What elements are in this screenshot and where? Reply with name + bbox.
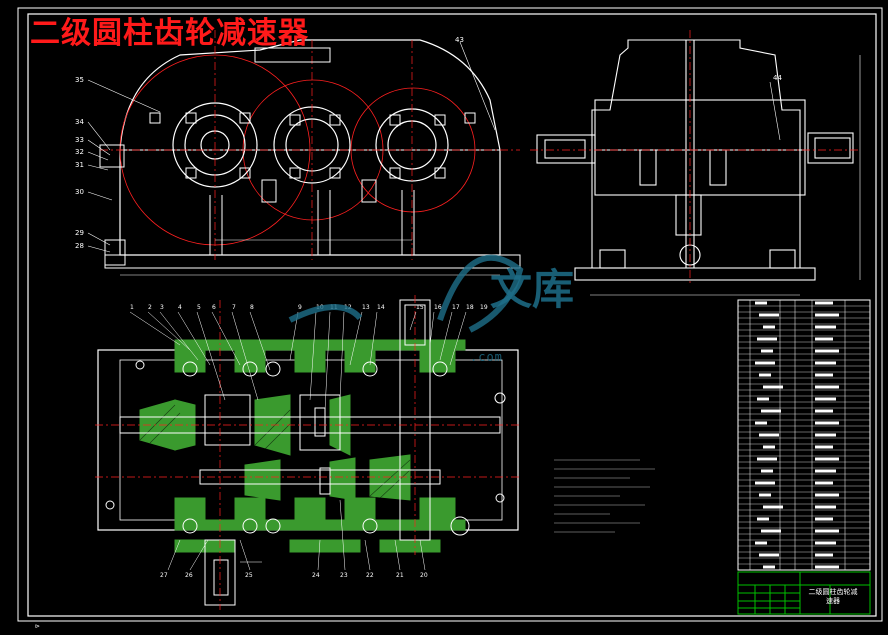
section-callout-23: 23 [340, 572, 348, 579]
parts-list-cell-text [761, 469, 773, 473]
section-callout-4: 4 [178, 304, 182, 311]
corner-mark: ⊳ [35, 623, 40, 630]
callout-32: 32 [75, 148, 84, 156]
section-callout-21: 21 [396, 572, 404, 579]
parts-list-cell-text [757, 457, 777, 461]
front-view: 35 34 33 32 31 30 29 28 43 [75, 30, 521, 276]
section-callout-18: 18 [466, 304, 474, 311]
callout-30: 30 [75, 188, 84, 196]
parts-list-cell-text [815, 457, 839, 461]
section-callout-27: 27 [160, 572, 168, 579]
technical-notes-lines [554, 459, 655, 533]
callout-44: 44 [773, 74, 782, 82]
inner-border [27, 13, 877, 617]
callout-43: 43 [455, 36, 464, 44]
title-block-drawing-name: 二级圆柱齿轮减速器 [808, 588, 858, 605]
parts-list-cell-text [755, 541, 767, 545]
section-callout-1: 1 [130, 304, 134, 311]
parts-list-cell-text [755, 481, 775, 485]
section-callout-19: 19 [480, 304, 488, 311]
parts-list-cell-text [815, 469, 836, 473]
callout-31: 31 [75, 161, 84, 169]
parts-list [737, 299, 871, 571]
parts-list-cell-text [759, 493, 771, 497]
section-callout-2: 2 [148, 304, 152, 311]
parts-list-cell-text [763, 325, 775, 329]
parts-list-cell-text [815, 505, 836, 509]
parts-list-cell-text [815, 493, 839, 497]
section-callout-22: 22 [366, 572, 374, 579]
watermark-logo [288, 254, 524, 333]
side-view: 44 [530, 30, 861, 296]
parts-list-cell-text [815, 517, 833, 521]
parts-list-cell-text [759, 553, 779, 557]
callout-28: 28 [75, 242, 84, 250]
parts-list-cell-text [815, 433, 836, 437]
outer-border [17, 7, 883, 622]
parts-list-cell-text [815, 373, 833, 377]
section-callout-24: 24 [312, 572, 320, 579]
callout-34: 34 [75, 118, 84, 126]
callout-35: 35 [75, 76, 84, 84]
parts-list-cell-text [757, 337, 777, 341]
section-callout-6: 6 [212, 304, 216, 311]
parts-list-cell-text [815, 481, 833, 485]
parts-list-cell-text [761, 529, 781, 533]
section-callout-25: 25 [245, 572, 253, 579]
watermark-url: .com [470, 350, 503, 364]
parts-list-cell-text [815, 421, 839, 425]
parts-list-cell-text [755, 421, 767, 425]
parts-list-cell-text [815, 541, 836, 545]
section-callout-26: 26 [185, 572, 193, 579]
parts-list-cell-text [763, 445, 775, 449]
section-callout-8: 8 [250, 304, 254, 311]
section-callout-20: 20 [420, 572, 428, 579]
parts-list-cell-text [759, 373, 771, 377]
parts-list-cell-text [815, 313, 839, 317]
parts-list-cell-text [815, 445, 833, 449]
section-callout-15: 15 [416, 304, 424, 311]
section-callout-17: 17 [452, 304, 460, 311]
parts-list-cell-text [759, 433, 779, 437]
section-callout-16: 16 [434, 304, 442, 311]
parts-list-cell-text [757, 397, 769, 401]
section-callout-3: 3 [160, 304, 164, 311]
parts-list-cell-text [761, 409, 781, 413]
callout-33: 33 [75, 136, 84, 144]
parts-list-cell-text [763, 385, 783, 389]
parts-list-cell-text [763, 505, 783, 509]
parts-list-cell-text [815, 325, 836, 329]
parts-list-cell-text [815, 565, 839, 569]
drawing-title: 二级圆柱齿轮减速器 [30, 16, 309, 51]
callout-29: 29 [75, 229, 84, 237]
parts-list-cell-text [815, 409, 833, 413]
watermark-brand: 文库 [490, 265, 575, 314]
parts-list-cell-text [815, 301, 833, 305]
title-block [737, 571, 871, 615]
parts-list-cell-text [759, 313, 779, 317]
parts-list-cell-text [815, 361, 836, 365]
parts-list-cell-text [815, 553, 833, 557]
parts-list-cell-text [815, 349, 839, 353]
parts-list-cell-text [761, 349, 773, 353]
parts-list-cell-text [763, 565, 775, 569]
parts-list-cell-text [815, 397, 836, 401]
parts-list-cell-text [757, 517, 769, 521]
parts-list-cell-text [815, 529, 839, 533]
section-callout-14: 14 [377, 304, 385, 311]
section-callout-13: 13 [362, 304, 370, 311]
parts-list-cell-text [755, 361, 775, 365]
parts-list-cell-text [755, 301, 767, 305]
section-callout-5: 5 [197, 304, 201, 311]
parts-list-cell-text [815, 385, 839, 389]
parts-list-cell-text [815, 337, 833, 341]
section-callout-9: 9 [298, 304, 302, 311]
section-callout-7: 7 [232, 304, 236, 311]
